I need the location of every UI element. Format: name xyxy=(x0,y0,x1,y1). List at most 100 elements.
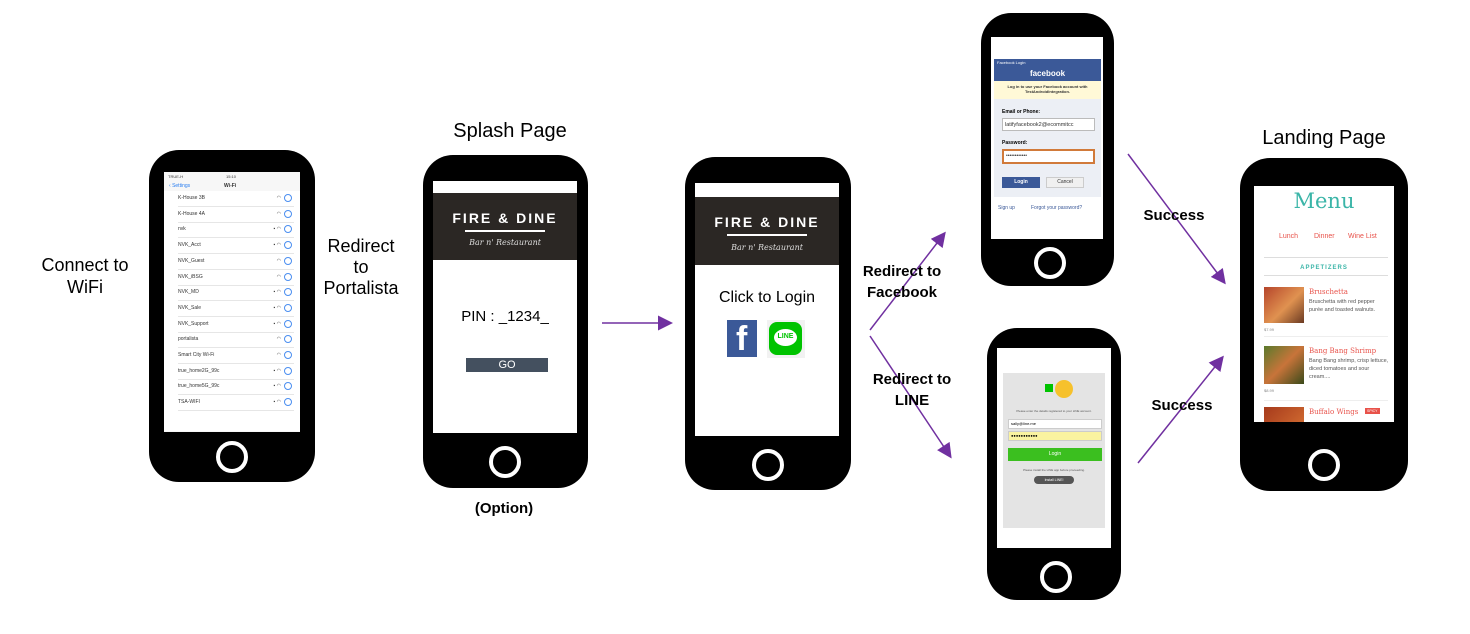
forgot-password-link[interactable]: Forgot your password? xyxy=(1031,205,1083,211)
wings-photo xyxy=(1264,407,1304,422)
wifi-icon: ◠ xyxy=(276,273,281,280)
wifi-network-row[interactable]: nvk▪ ◠ xyxy=(178,222,294,239)
info-icon[interactable] xyxy=(284,194,292,202)
info-icon[interactable] xyxy=(284,366,292,375)
lock-wifi-icon: ▪ ◠ xyxy=(273,320,281,327)
wifi-network-row[interactable]: true_home2G_99c▪ ◠ xyxy=(178,364,294,380)
line-login-screen: Please enter the details registered to y… xyxy=(997,348,1111,548)
menu-item[interactable]: Bang Bang Shrimp Bang Bang shrimp, crisp… xyxy=(1264,344,1388,394)
restaurant-banner: FIRE & DINE Bar n' Restaurant xyxy=(695,197,839,265)
arrow-facebook-success xyxy=(1127,153,1226,285)
label-redirect-facebook: Redirect to Facebook xyxy=(862,263,942,301)
line-login-submit[interactable]: Login xyxy=(1008,448,1102,461)
menu-item-desc: Bruschetta with red pepper purée and toa… xyxy=(1309,299,1376,313)
info-icon[interactable] xyxy=(284,382,292,391)
label-landing-page: Landing Page xyxy=(1262,127,1386,149)
wifi-network-row[interactable]: NVK_Sale▪ ◠ xyxy=(178,301,294,317)
wifi-network-row[interactable]: K-House 3B◠ xyxy=(178,191,294,207)
wifi-network-row[interactable]: K-House 4A◠ xyxy=(178,207,294,223)
menu-tab-lunch[interactable]: Lunch xyxy=(1279,233,1299,240)
info-icon[interactable] xyxy=(284,209,292,218)
wifi-network-row[interactable]: NVK_Acct▪ ◠ xyxy=(178,238,294,255)
info-icon[interactable] xyxy=(284,225,292,234)
label-redirect-line: Redirect to LINE xyxy=(872,371,952,409)
home-button[interactable] xyxy=(1040,561,1072,593)
facebook-login-button[interactable]: f xyxy=(727,320,757,357)
wifi-network-name: true_home5G_99c xyxy=(178,383,220,390)
info-icon[interactable] xyxy=(284,272,292,281)
label-option: (Option) xyxy=(474,500,534,517)
info-icon[interactable] xyxy=(284,241,292,250)
line-badge-text: LINE xyxy=(777,333,794,340)
info-icon[interactable] xyxy=(284,256,292,265)
home-button[interactable] xyxy=(752,449,784,481)
label-success-top: Success xyxy=(1143,207,1205,224)
wifi-network-row[interactable]: NVK_Guest ◠ xyxy=(178,254,294,270)
splash-screen: FIRE & DINE Bar n' Restaurant PIN : _123… xyxy=(433,181,577,433)
line-email-field[interactable]: sally@line.me xyxy=(1008,419,1102,429)
phone-line: Please enter the details registered to y… xyxy=(987,328,1121,600)
menu-item-name: Buffalo Wings xyxy=(1309,408,1359,416)
line-icon: LINE xyxy=(769,322,802,355)
menu-item[interactable]: Bruschetta Bruschetta with red pepper pu… xyxy=(1264,285,1388,335)
wifi-network-row[interactable]: portalista◠ xyxy=(178,332,294,349)
info-icon[interactable] xyxy=(284,288,292,297)
line-login-button[interactable]: LINE xyxy=(767,320,805,358)
label-success-bottom: Success xyxy=(1151,397,1213,414)
wifi-network-row[interactable]: TSA-WIFI▪ ◠ xyxy=(178,395,294,412)
wifi-network-row[interactable]: true_home5G_99c▪ ◠ xyxy=(178,379,294,396)
facebook-login-submit[interactable]: Login xyxy=(1002,177,1040,188)
wifi-network-name: NVK_Guest xyxy=(178,257,205,264)
go-button[interactable]: GO xyxy=(466,358,548,372)
wifi-icon: ◠ xyxy=(276,352,281,358)
facebook-icon: f xyxy=(736,320,748,358)
wifi-network-list: K-House 3B◠K-House 4A◠nvk▪ ◠NVK_Acct▪ ◠N… xyxy=(164,191,300,431)
menu-screen: Menu Lunch Dinner Wine List APPETIZERS B… xyxy=(1254,186,1394,422)
wifi-network-name: Smart City Wi-Fi xyxy=(178,352,215,358)
lock-wifi-icon: ▪ ◠ xyxy=(273,367,281,374)
wifi-network-name: NVK_iBSG xyxy=(178,273,203,280)
wifi-icon: ◠ xyxy=(276,257,281,264)
home-button[interactable] xyxy=(216,441,248,473)
signup-link[interactable]: Sign up xyxy=(998,205,1015,211)
back-settings-button[interactable]: ‹ Settings xyxy=(169,183,191,189)
wifi-settings-screen: TRUE-H 15:10 ‹ Settings Wi-Fi K-House 3B… xyxy=(164,172,300,432)
phone-facebook: Facebook Login facebook Log in to use yo… xyxy=(981,13,1114,286)
menu-tab-wine-list[interactable]: Wine List xyxy=(1348,233,1377,240)
wifi-network-row[interactable]: NVK_Support▪ ◠ xyxy=(178,317,294,333)
menu-tab-dinner[interactable]: Dinner xyxy=(1314,233,1335,240)
line-password-field[interactable]: ●●●●●●●●●●● xyxy=(1008,431,1102,441)
home-button[interactable] xyxy=(1308,449,1340,481)
wifi-title: Wi-Fi xyxy=(224,183,237,189)
back-settings-label: Settings xyxy=(172,183,191,189)
info-icon[interactable] xyxy=(284,335,292,344)
menu-item-desc: Bang Bang shrimp, crisp lettuce, diced t… xyxy=(1309,358,1389,380)
label-splash-page: Splash Page xyxy=(453,120,567,142)
wifi-network-name: NVK_MD xyxy=(178,289,199,296)
phone-wifi: TRUE-H 15:10 ‹ Settings Wi-Fi K-House 3B… xyxy=(149,150,315,482)
wifi-network-name: NVK_Sale xyxy=(178,304,202,311)
status-carrier: TRUE-H xyxy=(168,174,184,179)
menu-title: Menu xyxy=(1293,189,1355,213)
info-icon[interactable] xyxy=(284,398,292,407)
home-button[interactable] xyxy=(1034,247,1066,279)
menu-section-appetizers: APPETIZERS xyxy=(1300,265,1348,271)
arrow-line-success xyxy=(1137,355,1224,464)
info-icon[interactable] xyxy=(284,303,292,312)
brand-subtitle: Bar n' Restaurant xyxy=(731,243,803,252)
info-icon[interactable] xyxy=(284,351,292,359)
facebook-cancel-button[interactable]: Cancel xyxy=(1046,177,1084,188)
info-icon[interactable] xyxy=(284,319,292,328)
wifi-network-row[interactable]: NVK_MD▪ ◠ xyxy=(178,285,294,302)
password-field[interactable]: •••••••••••• xyxy=(1002,149,1095,164)
lock-wifi-icon: ▪ ◠ xyxy=(273,226,281,233)
wifi-network-row[interactable]: NVK_iBSG ◠ xyxy=(178,270,294,286)
wifi-icon: ◠ xyxy=(276,210,281,217)
wifi-network-row[interactable]: Smart City Wi-Fi ◠ xyxy=(178,348,294,364)
phone-landing: Menu Lunch Dinner Wine List APPETIZERS B… xyxy=(1240,158,1408,491)
brand-name: FIRE & DINE xyxy=(452,210,558,226)
line-install-button[interactable]: Install LINE! xyxy=(1034,476,1074,484)
menu-item[interactable]: Buffalo Wings SPICY xyxy=(1264,405,1388,422)
home-button[interactable] xyxy=(489,446,521,478)
email-field[interactable]: latifyfacebook2@ecommitcc xyxy=(1002,118,1095,131)
